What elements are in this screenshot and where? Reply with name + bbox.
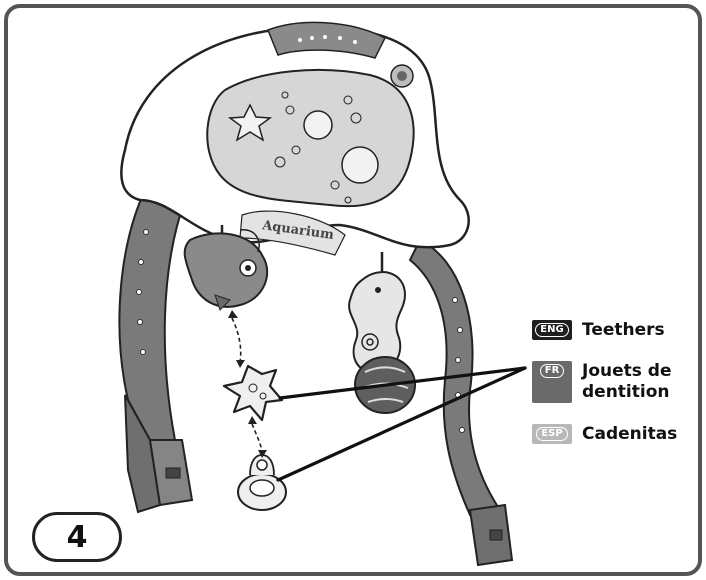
step-number: 4 xyxy=(32,512,122,562)
lang-badge-fr: FR xyxy=(532,361,572,403)
attachment-arrow-lower xyxy=(252,424,262,452)
lang-code-eng: ENG xyxy=(535,323,568,337)
label-teethers-eng: Teethers xyxy=(582,321,665,340)
lang-code-esp: ESP xyxy=(536,427,567,441)
right-leg xyxy=(410,240,512,565)
left-leg xyxy=(119,180,192,512)
lang-code-fr: FR xyxy=(540,364,565,378)
label-teethers-fr-line1: Jouets de xyxy=(582,362,672,381)
label-teethers-esp: Cadenitas xyxy=(582,425,677,444)
lang-badge-esp: ESP xyxy=(532,424,572,444)
lang-badge-eng: ENG xyxy=(532,320,572,340)
label-teethers-fr-line2: dentition xyxy=(582,383,670,402)
attachment-arrow-upper xyxy=(232,318,241,362)
starfish-teether xyxy=(224,366,282,420)
ring-teether xyxy=(238,455,286,510)
